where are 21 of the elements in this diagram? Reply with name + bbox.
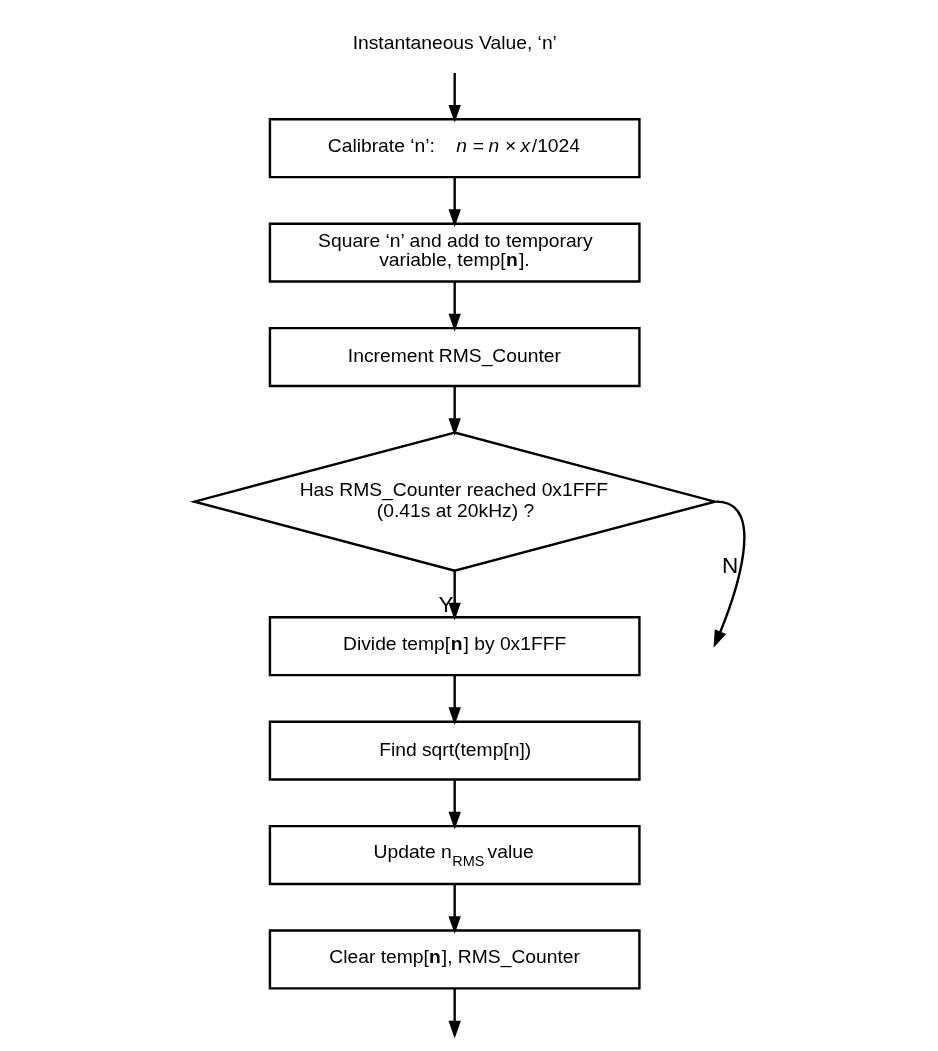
edge-label: Y (438, 591, 454, 617)
arrow (448, 177, 461, 228)
arrow (448, 386, 461, 436)
node-text: Instantaneous Value, ‘n’ (352, 31, 557, 53)
node-box: Find sqrt(temp[n]) (268, 720, 641, 781)
arrow (713, 500, 746, 648)
edge-label: N (721, 552, 738, 578)
arrow (448, 571, 461, 621)
arrow (448, 988, 461, 1039)
arrow (448, 73, 461, 123)
node-box: Calibrate ‘n’: n = n × x/1024 (268, 118, 641, 179)
node-diamond: Has RMS_Counter reached 0x1FFF (0.41s at 20kHz) ? (189, 431, 720, 572)
node-box: Increment RMS_Counter (268, 326, 641, 388)
arrow (448, 281, 461, 332)
arrow (448, 884, 461, 934)
node-box: Divide temp[n] by 0x1FFF (268, 616, 641, 677)
node-box: Clear temp[n], RMS_Counter (268, 929, 641, 990)
arrow (448, 675, 461, 726)
node-box: Square ‘n’ and add to temporary variable, temp[n]. (268, 222, 641, 283)
node-box: Update n$_{RMS}$ value (268, 824, 641, 886)
arrow (448, 779, 461, 830)
